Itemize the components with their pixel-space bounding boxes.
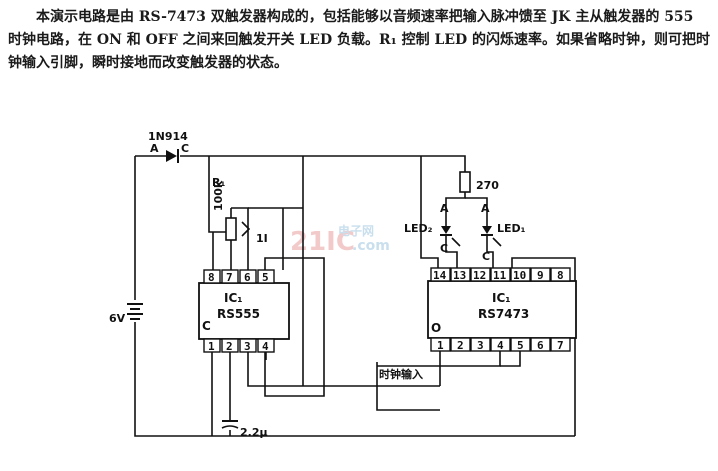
watermark: 21IC 电子网 .com [290,223,390,257]
ic7473-pin-2: 2 [457,339,464,352]
ic555-pin-8: 8 [208,271,215,284]
resistor-270: 270 [445,171,499,226]
ic7473-pin-10: 10 [513,269,526,282]
led1-label: LED₁ [497,222,526,235]
watermark-brand: 21IC [290,227,355,257]
ic555-top-wiring [212,156,325,397]
led1-anode-label: A [481,202,490,215]
led2: A LED₂ C [404,202,461,268]
ic7473-bottom-wiring [377,351,521,386]
ic7473-name: IC₁ [492,291,511,305]
ic555-pin-2: 2 [226,340,233,353]
led2-cathode-label: C [440,242,448,255]
ic7473-part: RS7473 [478,307,529,321]
ic555-pin-5: 5 [262,271,269,284]
ic555-chip: IC₁ RS555 C 8 7 6 5 1 2 3 4 [198,269,290,353]
ic7473-pin-1: 1 [437,339,444,352]
r1-extra-label: 1I [256,232,268,245]
description-paragraph: 本演示电路是由 RS-7473 双触发器构成的，包括能够以音频速率把输入脉冲馈至… [8,6,710,75]
ic555-bottom-pins: 1 2 3 4 [203,338,275,353]
ic7473-pin-6: 6 [537,339,544,352]
ic555-name: IC₁ [224,291,243,305]
led2-label: LED₂ [404,222,433,235]
ic7473-pin-13: 13 [453,269,466,282]
r1-label: R₁ [212,176,225,189]
r1-potentiometer: R₁ 100k 1I [208,156,268,270]
top-rail-wire [135,155,466,172]
r1-value-label: 100k [212,180,225,211]
watermark-cn: 电子网 [338,223,374,238]
led1: A LED₁ C [481,202,526,268]
ic7473-pin-8: 8 [557,269,564,282]
ic555-pin-1: 1 [208,340,215,353]
ic7473-top-pins: 14 13 12 11 10 9 8 [430,267,571,282]
ic555-top-pins: 8 7 6 5 [203,269,275,284]
led1-cathode-label: C [482,250,490,263]
resistor-270-label: 270 [476,179,499,192]
clock-input-wire [376,362,440,411]
ic555-notch: C [202,319,211,333]
ic7473-pin-5: 5 [517,339,524,352]
battery-6v: 6V [109,303,143,325]
ic7473-pin-9: 9 [537,269,544,282]
diode-cathode-label: C [181,142,189,155]
ic7473-pin-3: 3 [477,339,484,352]
ic555-part: RS555 [217,307,260,321]
ic7473-pin-14: 14 [433,269,447,282]
watermark-domain: .com [352,238,390,254]
ic7473-pin-4: 4 [497,339,504,352]
left-rail-wire [134,156,575,437]
ic7473-pin-12: 12 [473,269,486,282]
capacitor-label: 2.2μ [240,426,268,439]
ic7473-pin-11: 11 [493,269,507,282]
ic7473-pin-7: 7 [557,339,564,352]
capacitor-2-2u: 2.2μ [221,420,268,439]
diode-anode-label: A [150,142,159,155]
ic7473-top-wiring [420,156,576,436]
ic555-bottom-wiring [211,352,440,436]
description-text: 本演示电路是由 RS-7473 双触发器构成的，包括能够以音频速率把输入脉冲馈至… [8,9,711,71]
diode-1n914: 1N914 A C [148,130,189,163]
ic555-pin-3: 3 [244,340,251,353]
ic555-pin-4: 4 [262,340,269,353]
ic555-pin-6: 6 [244,271,251,284]
clock-input-label: 时钟输入 [379,367,423,381]
diode-label: 1N914 [148,130,188,143]
battery-label: 6V [109,312,126,325]
ic555-pin-7: 7 [226,271,233,284]
ic7473-bottom-pins: 1 2 3 4 5 6 7 [430,337,571,352]
ic7473-notch: O [431,321,441,335]
led2-anode-label: A [440,202,449,215]
ic7473-chip: IC₁ RS7473 O 14 13 12 11 10 9 8 [427,267,577,352]
